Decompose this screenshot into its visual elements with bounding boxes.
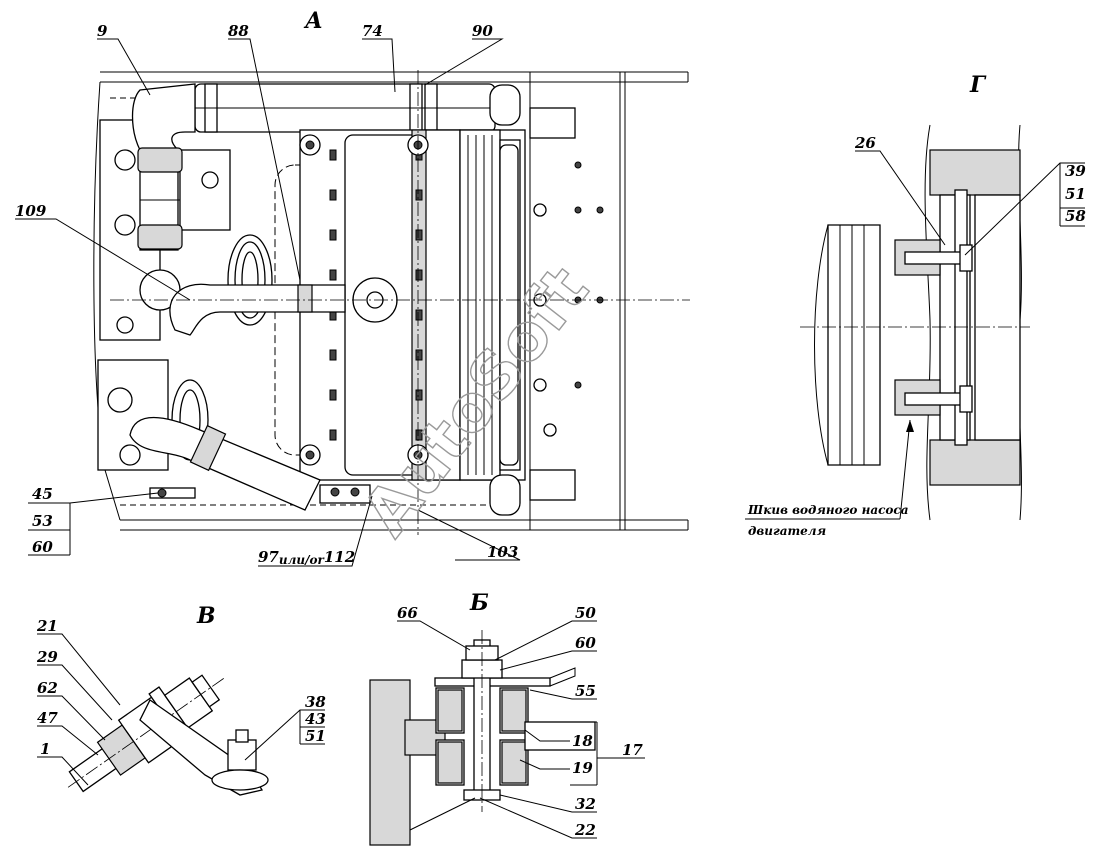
callout-b-32: 32 — [575, 795, 596, 813]
callout-9: 9 — [97, 22, 108, 40]
callout-b-55: 55 — [575, 682, 596, 700]
callout-b-18: 18 — [572, 732, 593, 750]
callout-v-47: 47 — [37, 709, 58, 727]
view-label-b: Б — [469, 590, 489, 616]
view-v-hose-fitting — [67, 674, 269, 796]
callout-109: 109 — [15, 202, 47, 220]
callout-74: 74 — [362, 22, 383, 40]
callout-b-60: 60 — [575, 634, 596, 652]
callout-v-21: 21 — [36, 617, 58, 635]
callout-112: 112 — [324, 548, 355, 566]
callout-88: 88 — [228, 22, 249, 40]
callout-g-39: 39 — [1065, 162, 1086, 180]
callout-v-43: 43 — [305, 710, 326, 728]
callout-90: 90 — [472, 22, 493, 40]
callout-g-26: 26 — [854, 134, 876, 152]
view-g-pulley-section — [800, 124, 1030, 521]
view-label-a: А — [303, 8, 323, 34]
callout-v-38: 38 — [305, 693, 326, 711]
callout-b-66: 66 — [397, 604, 418, 622]
view-g-leader-lines — [745, 150, 1085, 520]
callout-v-1: 1 — [40, 740, 50, 758]
callout-97: 97 — [258, 548, 279, 566]
callout-53: 53 — [32, 512, 53, 530]
caption-g-line2: двигателя — [748, 524, 826, 538]
callout-97-suffix: или/or — [279, 553, 326, 567]
callout-60: 60 — [32, 538, 53, 556]
callout-v-29: 29 — [36, 648, 58, 666]
callout-97-or-112: 97или/or112 — [258, 548, 355, 567]
callout-g-51: 51 — [1065, 185, 1086, 203]
view-v-leader-lines — [37, 633, 325, 786]
callout-v-51: 51 — [305, 727, 326, 745]
callout-stack-45-53-60: 45 53 60 — [28, 485, 71, 556]
view-label-g: Г — [969, 72, 987, 98]
callout-g-58: 58 — [1065, 207, 1086, 225]
callout-v-62: 62 — [37, 679, 58, 697]
caption-g-line1: Шкив водяного насоса — [747, 503, 909, 517]
callout-45: 45 — [32, 485, 53, 503]
callout-b-19: 19 — [572, 759, 593, 777]
view-label-v: В — [196, 603, 216, 629]
view-b-mount-section — [369, 630, 596, 846]
view-b-leader-lines — [397, 620, 645, 839]
callout-b-50: 50 — [575, 604, 596, 622]
main-leader-lines — [15, 38, 521, 567]
callout-b-22: 22 — [574, 821, 596, 839]
main-assembly-view — [93, 70, 690, 535]
callout-b-17: 17 — [622, 741, 643, 759]
callout-103: 103 — [487, 543, 518, 561]
